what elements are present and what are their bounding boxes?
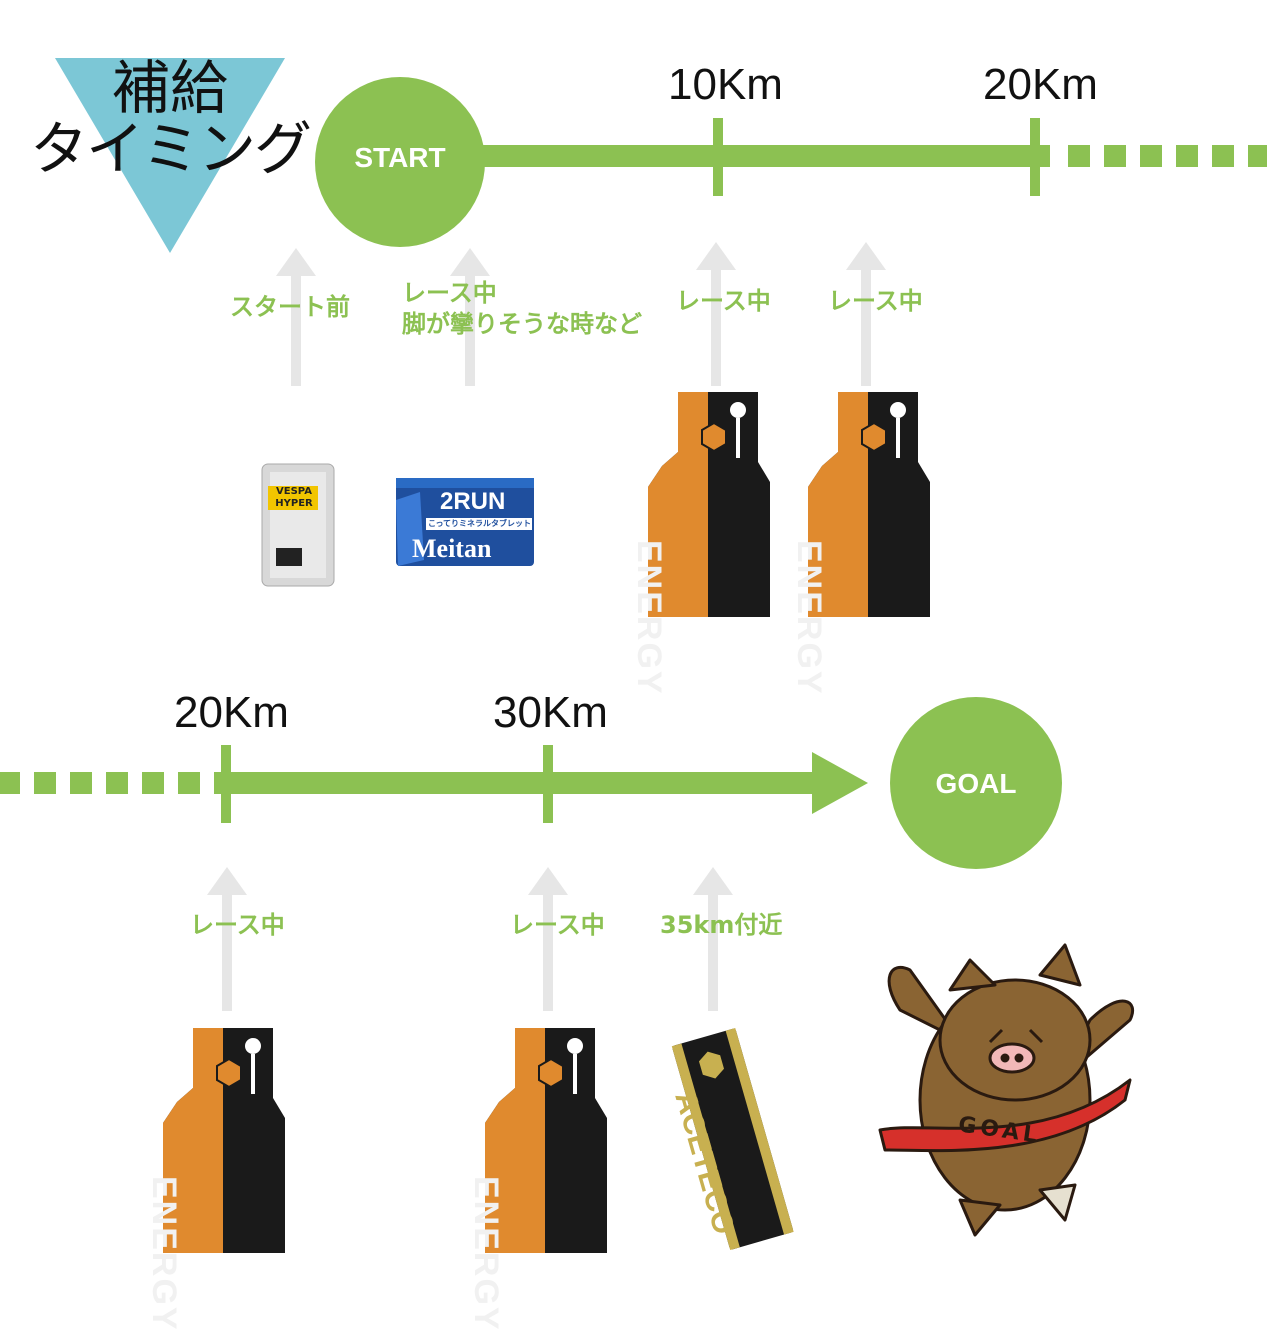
marker-label-20km: 20Km — [983, 60, 1098, 109]
up-arrow-icon — [276, 248, 316, 386]
energy-text-2: ENERGY — [790, 540, 828, 696]
start-circle — [315, 77, 485, 247]
goal-label: GOAL — [935, 768, 1017, 799]
page-title: 補給 タイミング — [30, 54, 312, 183]
timing-label-line2: 脚が攣りそうな時など — [402, 310, 642, 339]
meitan-sub-text: こってりミネラルタブレット — [428, 519, 532, 528]
marker-tick-30km — [543, 745, 553, 823]
marker-label-20km-bottom: 20Km — [174, 688, 289, 737]
meitan-top-text: 2RUN — [440, 488, 506, 515]
marker-tick-20km-bottom — [221, 745, 231, 823]
up-arrow-icon — [207, 867, 247, 1011]
title-line1: 補給 — [111, 54, 228, 122]
title-line2: タイミング — [30, 114, 312, 183]
aceteco-stick-package — [671, 1028, 794, 1251]
boar-mascot — [878, 943, 1135, 1237]
title-triangle — [55, 58, 285, 253]
marker-tick-10km — [713, 118, 723, 196]
energy-text-4: ENERGY — [467, 1176, 505, 1332]
timing-label-35km: 35km付近 — [660, 911, 783, 939]
timing-label-line1: レース中 — [402, 279, 497, 307]
energy-text-3: ENERGY — [145, 1176, 183, 1332]
vespa-hyper-package — [261, 463, 335, 587]
timing-label-before-start: スタート前 — [230, 293, 350, 321]
timeline-graphics — [0, 77, 1267, 1254]
up-arrow-icon — [846, 242, 886, 386]
meitan-2run-package — [396, 478, 534, 566]
up-arrow-icon — [450, 248, 490, 386]
timeline-arrowhead — [812, 752, 868, 814]
vespa-text: VESPA HYPER — [275, 486, 313, 509]
timing-label-race-30km: レース中 — [510, 911, 605, 939]
up-arrow-icon — [528, 867, 568, 1011]
energy-text-1: ENERGY — [630, 540, 668, 696]
goal-circle — [890, 697, 1062, 869]
top-timeline — [315, 77, 1267, 247]
timing-label-race-10km: レース中 — [676, 287, 771, 315]
up-arrow-icon — [693, 867, 733, 1011]
meitan-brand-text: Meitan — [412, 534, 492, 563]
timing-label-race-20km-bottom: レース中 — [190, 911, 285, 939]
marker-label-30km: 30Km — [493, 688, 608, 737]
start-label: START — [354, 142, 446, 173]
marker-label-10km: 10Km — [668, 60, 783, 109]
up-arrows — [207, 242, 886, 1011]
timing-label-race-20km: レース中 — [828, 287, 923, 315]
up-arrow-icon — [696, 242, 736, 386]
bottom-timeline — [0, 697, 1062, 869]
timing-label-during-cramp: レース中 脚が攣りそうな時など — [402, 278, 642, 340]
marker-tick-20km — [1030, 118, 1040, 196]
